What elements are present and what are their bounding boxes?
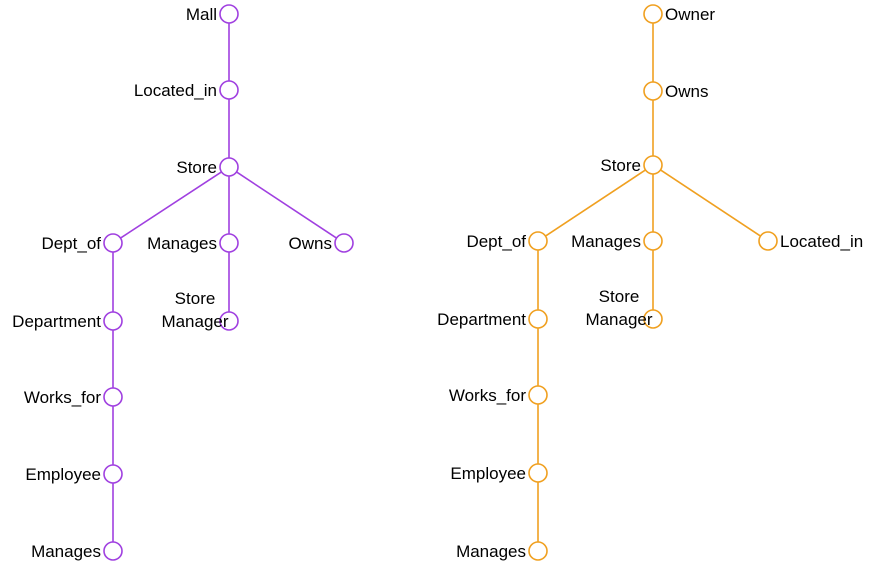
edge-store-located_in [660, 169, 761, 237]
node-label-department: Department [12, 312, 101, 331]
node-manages_emp [103, 541, 123, 561]
node-label-store_manager-1: Manager [161, 312, 228, 331]
node-employee [103, 464, 123, 484]
node-label-works_for: Works_for [449, 386, 526, 405]
node-dept_of [103, 233, 123, 253]
node-dept_of [528, 231, 548, 251]
node-label-located_in: Located_in [134, 81, 217, 100]
node-label-store_manager-0: Store [599, 287, 640, 306]
node-located_in [219, 80, 239, 100]
node-label-manages_store: Manages [147, 234, 217, 253]
node-label-dept_of: Dept_of [466, 232, 526, 251]
node-owns [643, 81, 663, 101]
node-manages_store [219, 233, 239, 253]
node-manages_emp [528, 541, 548, 561]
node-label-works_for: Works_for [24, 388, 101, 407]
node-department [103, 311, 123, 331]
node-store_manager [643, 309, 663, 329]
node-label-employee: Employee [450, 464, 526, 483]
edge-store-dept_of [120, 171, 222, 239]
node-owns [334, 233, 354, 253]
node-label-owns: Owns [665, 82, 708, 101]
node-label-dept_of: Dept_of [41, 234, 101, 253]
node-label-store_manager-1: Manager [585, 310, 652, 329]
node-label-store: Store [176, 158, 217, 177]
node-label-located_in: Located_in [780, 232, 863, 251]
node-label-owner: Owner [665, 5, 715, 24]
node-label-department: Department [437, 310, 526, 329]
node-label-manages_store: Manages [571, 232, 641, 251]
node-label-manages_emp: Manages [31, 542, 101, 561]
node-label-store: Store [600, 156, 641, 175]
node-employee [528, 463, 548, 483]
node-located_in [758, 231, 778, 251]
node-mall [219, 4, 239, 24]
node-store_manager [219, 311, 239, 331]
node-label-store_manager-0: Store [175, 289, 216, 308]
node-label-owns: Owns [289, 234, 332, 253]
node-label-mall: Mall [186, 5, 217, 24]
node-label-manages_emp: Manages [456, 542, 526, 561]
node-works_for [103, 387, 123, 407]
node-works_for [528, 385, 548, 405]
node-store [219, 157, 239, 177]
node-manages_store [643, 231, 663, 251]
node-label-employee: Employee [25, 465, 101, 484]
node-owner [643, 4, 663, 24]
node-store [643, 155, 663, 175]
node-department [528, 309, 548, 329]
edge-store-owns [236, 171, 337, 239]
edge-store-dept_of [545, 169, 646, 237]
